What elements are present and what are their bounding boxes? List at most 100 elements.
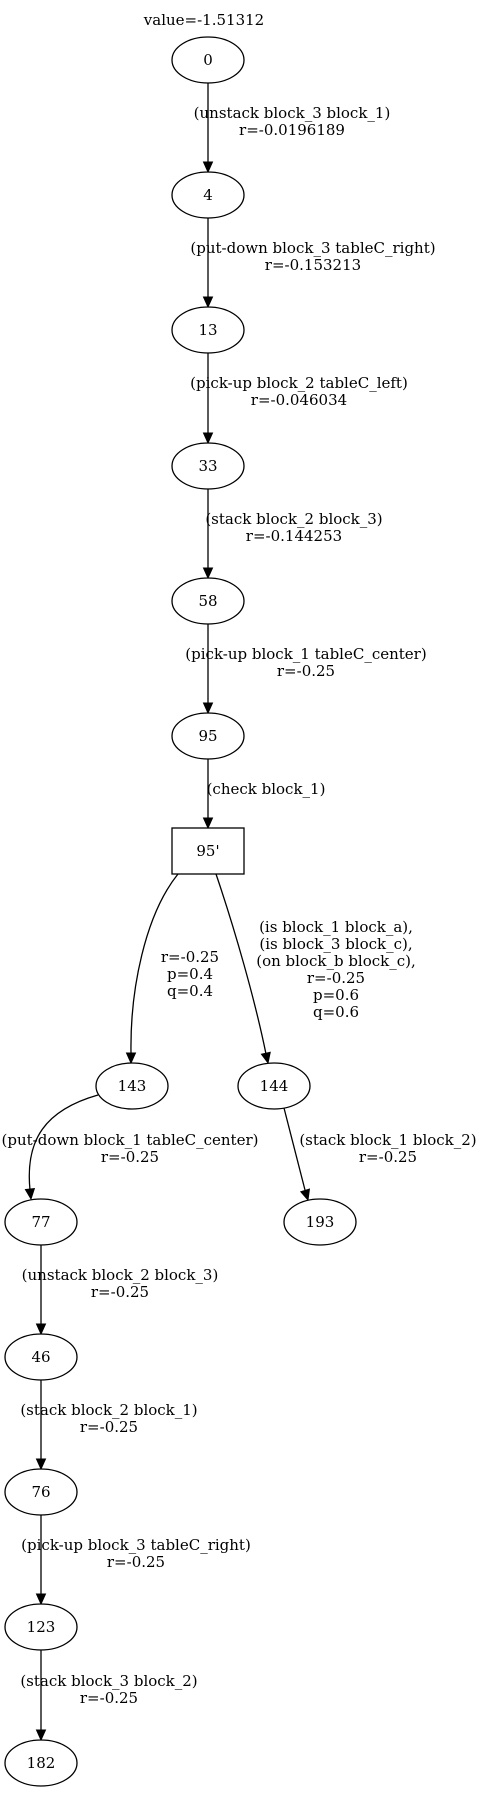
- node-label: 77: [31, 1213, 50, 1231]
- node-label: 58: [198, 592, 217, 610]
- node-label: 182: [27, 1754, 56, 1772]
- arrowhead: [260, 1051, 271, 1065]
- edge-label-line: p=0.6: [313, 986, 359, 1004]
- edge-label: (unstack block_2 block_3)r=-0.25: [22, 1266, 219, 1301]
- edge-label-line: (is block_3 block_c),: [259, 935, 412, 953]
- node-ellipse: [4, 1198, 78, 1246]
- node-58: 58: [171, 577, 245, 625]
- edge-label: (pick-up block_1 tableC_center)r=-0.25: [185, 645, 426, 680]
- edge-line: [283, 1107, 306, 1191]
- edge-label-line: r=-0.25: [277, 662, 335, 680]
- edge-label-line: p=0.4: [167, 965, 213, 983]
- edges-layer: (unstack block_3 block_1)r=-0.0196189 (pu…: [2, 83, 477, 1742]
- edge-label: (stack block_3 block_2)r=-0.25: [20, 1672, 197, 1707]
- edge-label: (put-down block_1 tableC_center)r=-0.25: [2, 1131, 259, 1166]
- node-ellipse: [171, 36, 245, 84]
- edge-label: (stack block_2 block_1)r=-0.25: [20, 1401, 197, 1436]
- node-label: 123: [27, 1618, 56, 1636]
- edge-label-line: (is block_1 block_a),: [259, 918, 413, 936]
- edge-n143-to-n77: (put-down block_1 tableC_center)r=-0.25: [2, 1094, 259, 1201]
- node-ellipse: [4, 1333, 78, 1381]
- edge-n76-to-n123: (pick-up block_3 tableC_right)r=-0.25: [21, 1515, 251, 1606]
- edge-label-line: r=-0.25: [80, 1689, 138, 1707]
- edge-label-line: (stack block_3 block_2): [20, 1672, 197, 1690]
- node-ellipse: [4, 1603, 78, 1651]
- node-label: 13: [198, 321, 217, 339]
- edge-n46-to-n76: (stack block_2 block_1)r=-0.25: [20, 1380, 198, 1471]
- edge-label-line: (put-down block_3 tableC_right): [190, 239, 435, 257]
- edge-label-line: (unstack block_3 block_1): [194, 104, 391, 122]
- edge-line: [28, 1094, 99, 1191]
- edge-label: (is block_1 block_a),(is block_3 block_c…: [256, 918, 416, 1021]
- edge-label-line: r=-0.25: [107, 1553, 165, 1571]
- arrowhead: [202, 817, 214, 830]
- node-ellipse: [171, 442, 245, 490]
- edge-label: (check block_1): [207, 780, 326, 798]
- edge-label-line: (pick-up block_2 tableC_left): [190, 374, 408, 392]
- edge-n95p-to-n143: r=-0.25p=0.4q=0.4: [125, 873, 219, 1065]
- node-ellipse: [171, 577, 245, 625]
- edge-label: (unstack block_3 block_1)r=-0.0196189: [194, 104, 391, 139]
- arrowhead: [24, 1187, 36, 1201]
- edge-line: [130, 873, 179, 1054]
- node-ellipse: [171, 171, 245, 219]
- node-76: 76: [4, 1468, 78, 1516]
- node-label: 0: [203, 51, 213, 69]
- edge-label: (stack block_1 block_2)r=-0.25: [299, 1131, 476, 1166]
- edge-n123-to-n182: (stack block_3 block_2)r=-0.25: [20, 1650, 198, 1742]
- arrowhead: [202, 296, 214, 309]
- edge-label-line: q=0.6: [313, 1003, 359, 1021]
- node-ellipse: [171, 712, 245, 760]
- arrowhead: [35, 1458, 47, 1471]
- node-ellipse: [171, 306, 245, 354]
- node-label: 76: [31, 1483, 50, 1501]
- arrowhead: [35, 1323, 47, 1336]
- node-143: 143: [95, 1062, 169, 1110]
- node-ellipse: [4, 1468, 78, 1516]
- graph-title: value=-1.51312: [143, 11, 264, 29]
- edge-label-line: (unstack block_2 block_3): [22, 1266, 219, 1284]
- edge-label-line: r=-0.153213: [265, 256, 361, 274]
- node-label: 144: [260, 1077, 289, 1095]
- edge-n77-to-n46: (unstack block_2 block_3)r=-0.25: [22, 1245, 219, 1336]
- edge-n95p-to-n144: (is block_1 block_a),(is block_3 block_c…: [215, 873, 416, 1065]
- edge-label-line: (put-down block_1 tableC_center): [2, 1131, 259, 1149]
- node-193: 193: [283, 1198, 357, 1246]
- node-4: 4: [171, 171, 245, 219]
- edge-n58-to-n95: (pick-up block_1 tableC_center)r=-0.25: [185, 624, 427, 715]
- edge-n0-to-n4: (unstack block_3 block_1)r=-0.0196189: [194, 83, 391, 174]
- edge-line: [215, 873, 267, 1055]
- edge-label-line: r=-0.25: [161, 948, 219, 966]
- node-182: 182: [4, 1739, 78, 1787]
- arrowhead: [202, 567, 214, 580]
- arrowhead: [202, 161, 214, 174]
- edge-label-line: (stack block_2 block_1): [20, 1401, 197, 1419]
- node-13: 13: [171, 306, 245, 354]
- node-ellipse: [4, 1739, 78, 1787]
- arrowhead: [35, 1593, 47, 1606]
- node-box: [171, 827, 245, 875]
- node-95p: 95': [171, 827, 245, 875]
- edge-label-line: (pick-up block_1 tableC_center): [185, 645, 426, 663]
- node-label: 33: [198, 457, 217, 475]
- edge-n95-to-n95p: (check block_1): [202, 759, 326, 830]
- edge-label-line: r=-0.25: [91, 1283, 149, 1301]
- node-144: 144: [237, 1062, 311, 1110]
- node-ellipse: [95, 1062, 169, 1110]
- edge-label-line: r=-0.144253: [246, 527, 342, 545]
- edge-label: r=-0.25p=0.4q=0.4: [161, 948, 219, 1000]
- edge-label-line: (pick-up block_3 tableC_right): [21, 1536, 251, 1554]
- edge-n33-to-n58: (stack block_2 block_3)r=-0.144253: [202, 489, 383, 580]
- edge-label-line: r=-0.25: [359, 1148, 417, 1166]
- edge-n4-to-n13: (put-down block_3 tableC_right)r=-0.1532…: [190, 218, 436, 309]
- node-label: 143: [118, 1077, 147, 1095]
- edge-label: (pick-up block_2 tableC_left)r=-0.046034: [190, 374, 408, 409]
- node-label: 95': [196, 842, 219, 860]
- edge-label: (put-down block_3 tableC_right)r=-0.1532…: [190, 239, 435, 274]
- node-0: 0: [171, 36, 245, 84]
- node-46: 46: [4, 1333, 78, 1381]
- node-label: 193: [306, 1213, 335, 1231]
- arrowhead: [299, 1188, 311, 1202]
